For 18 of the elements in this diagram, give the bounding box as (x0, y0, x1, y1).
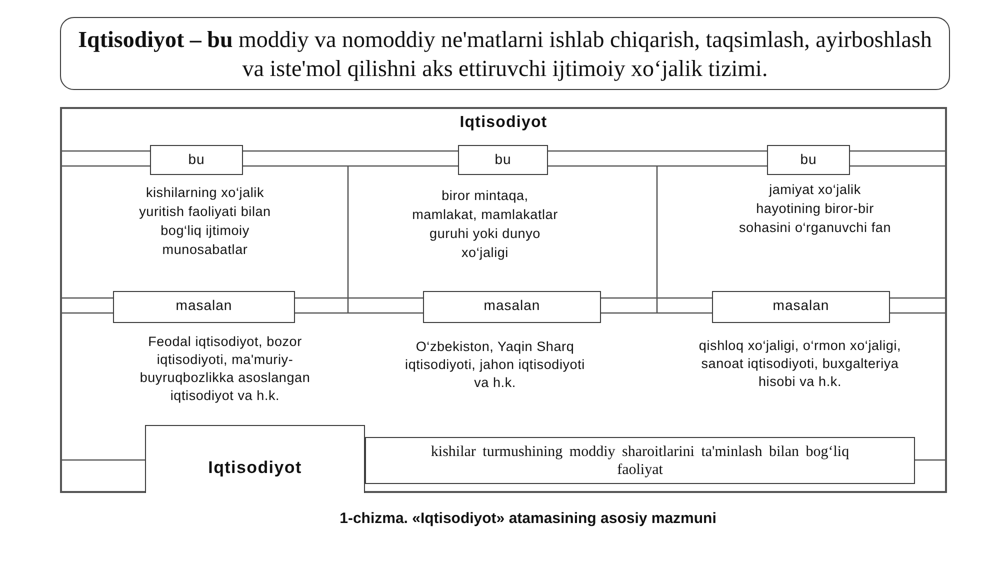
example-box: masalan (113, 291, 295, 323)
definition-box: Iqtisodiyot – bu moddiy va nomoddiy ne'matlarni ishlab chiqarish, taqsimlash, ayirboshlash va iste'mol qilishni aks ettiruvchi ijtimoiy xo‘jalik tizimi. (60, 17, 950, 90)
description-text: kishilarning xo‘jalik yuritish faoliyati bilan bog‘liq ijtimoiy munosabatlar (138, 184, 272, 259)
term-box: bu (458, 145, 548, 175)
example-box: masalan (712, 291, 890, 323)
example-box: masalan (423, 291, 601, 323)
description-text: biror mintaqa, mamlakat, mamlakatlar guruhi yoki dunyo xo‘jaligi (411, 187, 559, 262)
example-text: qishloq xo‘jaligi, o‘rmon xo‘jaligi, sanoat iqtisodiyoti, buxgalteriya hisobi va h.k. (698, 337, 902, 391)
term-box: bu (150, 145, 243, 175)
frame-heading: Iqtisodiyot (460, 114, 548, 132)
definition-box: kishilar turmushining moddiy sharoitlarini ta'minlash bilan bog‘liq faoliyat (365, 437, 915, 484)
term-box: Iqtisodiyot (145, 425, 365, 493)
description-text: jamiyat xo‘jalik hayotining biror-bir sohasini o‘rganuvchi fan (738, 181, 892, 237)
example-text: Feodal iqtisodiyot, bozor iqtisodiyoti, ma'muriy-buyruqbozlikka asoslangan iqtisodiyot va h.k. (138, 333, 312, 405)
caption: 1-chizma. «Iqtisodiyot» atamasining asosiy mazmuni (340, 510, 716, 527)
term-box: bu (767, 145, 850, 175)
example-text: O‘zbekiston, Yaqin Sharq iqtisodiyoti, jahon iqtisodiyoti va h.k. (404, 338, 586, 392)
frame-box (60, 107, 947, 493)
